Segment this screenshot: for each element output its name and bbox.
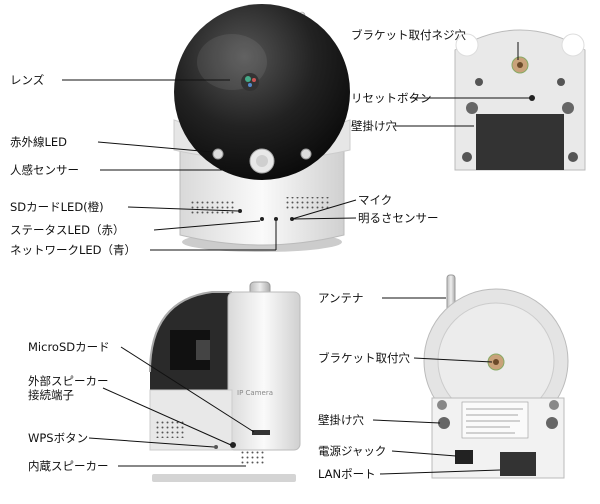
callout-lines xyxy=(62,42,530,475)
label-motion-sensor: 人感センサー xyxy=(10,163,79,177)
label-wps-button: WPSボタン xyxy=(28,431,89,445)
label-wall-mount-hole-top: 壁掛け穴 xyxy=(351,119,397,133)
label-power-jack: 電源ジャック xyxy=(318,444,387,458)
label-sd-card-led: SDカードLED(橙) xyxy=(10,200,104,214)
label-status-led: ステータスLED（赤） xyxy=(10,223,125,237)
label-microsd-card: MicroSDカード xyxy=(28,340,110,354)
device-model-text: IP Camera xyxy=(237,389,273,397)
label-microphone: マイク xyxy=(358,193,393,207)
label-light-sensor: 明るさセンサー xyxy=(358,211,439,225)
label-network-led: ネットワークLED（青） xyxy=(10,243,137,257)
label-lens: レンズ xyxy=(10,73,45,87)
front-camera xyxy=(173,4,351,252)
side-camera: IP Camera xyxy=(149,281,301,482)
label-external-speaker-jack: 外部スピーカー 接続端子 xyxy=(28,374,109,402)
label-antenna: アンテナ xyxy=(318,291,364,305)
label-infrared-led: 赤外線LED xyxy=(10,135,68,149)
label-internal-speaker: 内蔵スピーカー xyxy=(28,459,109,473)
label-bracket-hole: ブラケット取付穴 xyxy=(318,351,410,365)
rear-camera xyxy=(423,274,569,479)
back-top-camera xyxy=(454,29,586,171)
label-wall-mount-hole-rear: 壁掛け穴 xyxy=(318,413,364,427)
label-lan-port: LANポート xyxy=(318,467,376,481)
label-reset-button: リセットボタン xyxy=(351,91,432,105)
label-bracket-screw-hole: ブラケット取付ネジ穴 xyxy=(351,28,466,42)
